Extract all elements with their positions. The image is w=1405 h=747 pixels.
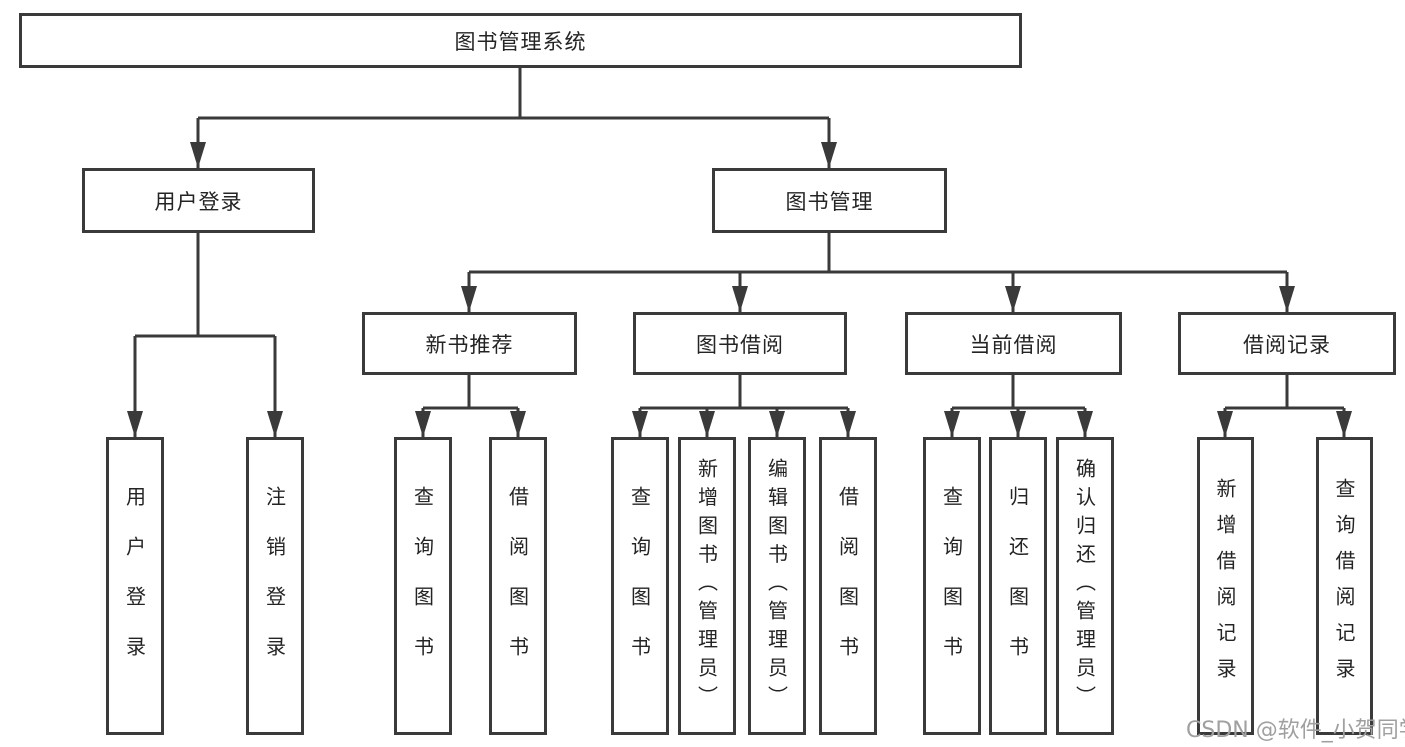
leaf-borrow-book-recommend: 借阅图书 <box>489 437 547 735</box>
node-label: 查询图书 <box>410 486 435 686</box>
node-label: 查询图书 <box>627 486 652 686</box>
node-label: 新书推荐 <box>425 332 514 357</box>
node-label: 确认归还（管理员） <box>1072 458 1097 714</box>
node-label: 编辑图书（管理员） <box>764 458 789 714</box>
leaf-borrow-book-borrow: 借阅图书 <box>819 437 877 735</box>
leaf-query-book-recommend: 查询图书 <box>394 437 452 735</box>
leaf-edit-book-admin: 编辑图书（管理员） <box>748 437 806 735</box>
node-user-login-module: 用户登录 <box>82 168 315 233</box>
node-label: 图书管理 <box>785 189 874 214</box>
leaf-user-login: 用户登录 <box>106 437 164 735</box>
node-current-borrow: 当前借阅 <box>905 312 1122 375</box>
node-label: 新增借阅记录 <box>1213 478 1237 694</box>
leaf-confirm-return-admin: 确认归还（管理员） <box>1056 437 1114 735</box>
leaf-query-book-current: 查询图书 <box>923 437 981 735</box>
csdn-watermark: CSDN @软件_小贺同学 <box>1186 718 1405 743</box>
node-book-management: 图书管理 <box>712 168 947 233</box>
leaf-query-borrow-record: 查询借阅记录 <box>1316 437 1373 735</box>
node-label: 注销登录 <box>262 486 287 686</box>
node-label: 查询借阅记录 <box>1332 478 1356 694</box>
node-new-book-recommend: 新书推荐 <box>362 312 577 375</box>
node-library-management-system: 图书管理系统 <box>19 13 1022 68</box>
node-label: 新增图书（管理员） <box>694 458 719 714</box>
node-label: 查询图书 <box>939 486 964 686</box>
node-label: 图书借阅 <box>696 332 784 357</box>
node-label: 归还图书 <box>1005 486 1030 686</box>
node-label: 借阅记录 <box>1243 332 1331 357</box>
node-label: 用户登录 <box>122 486 147 686</box>
node-label: 用户登录 <box>154 189 243 214</box>
node-label: 当前借阅 <box>969 332 1058 357</box>
node-label: 借阅图书 <box>505 486 530 686</box>
leaf-add-borrow-record: 新增借阅记录 <box>1197 437 1254 735</box>
leaf-logout-login: 注销登录 <box>246 437 304 735</box>
node-label: 图书管理系统 <box>454 29 587 54</box>
leaf-add-book-admin: 新增图书（管理员） <box>678 437 736 735</box>
node-borrow-records: 借阅记录 <box>1178 312 1396 375</box>
leaf-return-book: 归还图书 <box>989 437 1047 735</box>
node-label: 借阅图书 <box>835 486 860 686</box>
node-book-borrow: 图书借阅 <box>633 312 847 375</box>
leaf-query-book-borrow: 查询图书 <box>611 437 669 735</box>
